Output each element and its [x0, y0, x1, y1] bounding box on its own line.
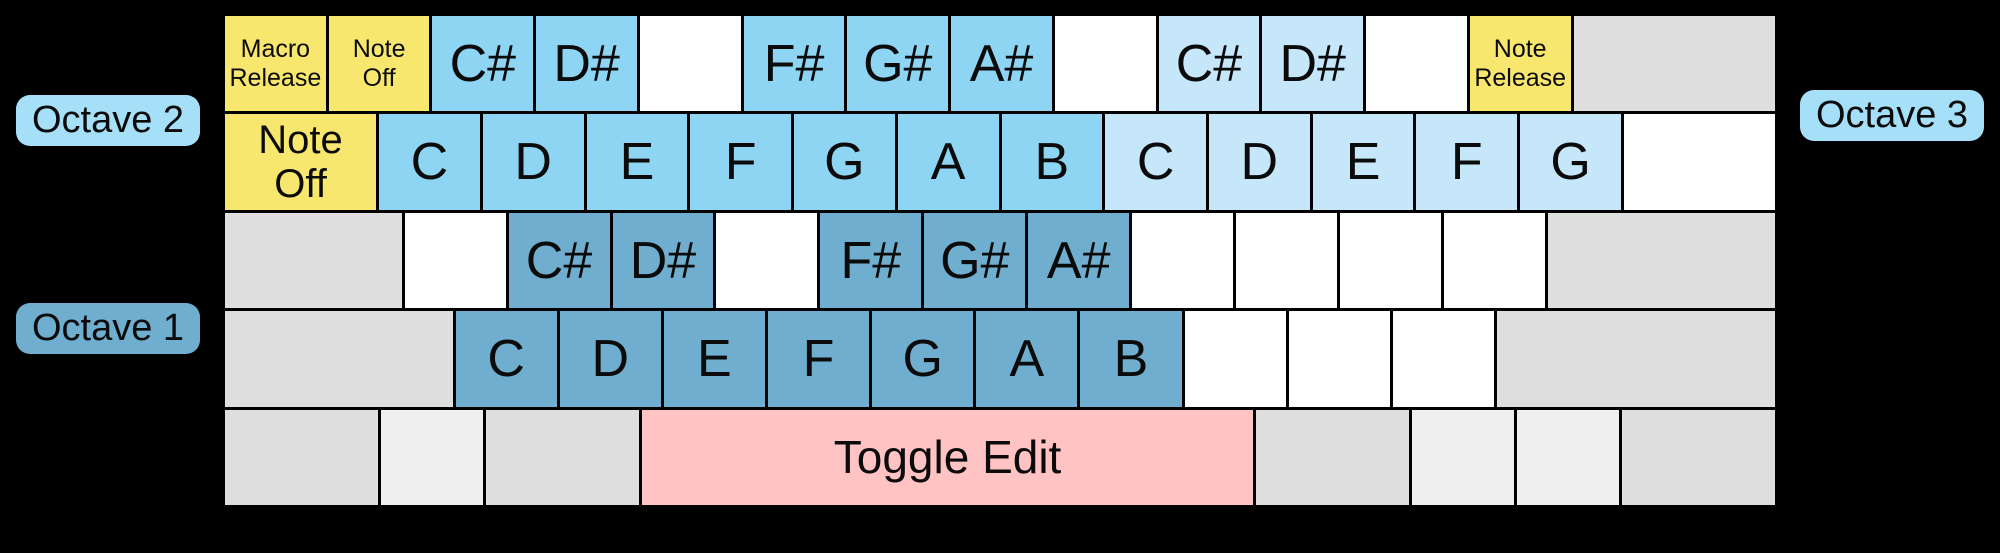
- key-note-e-octave2[interactable]: E: [586, 114, 688, 210]
- key-c-sharp-octave3[interactable]: C#: [1158, 16, 1260, 112]
- key-note-g-octave1[interactable]: G: [872, 311, 974, 407]
- key-blank[interactable]: [1392, 311, 1494, 407]
- key-left-win[interactable]: [380, 409, 483, 506]
- key-blank[interactable]: [1340, 212, 1442, 309]
- key-blank[interactable]: [639, 16, 741, 112]
- key-note-c-octave3[interactable]: C: [1105, 114, 1206, 210]
- key-c-sharp-octave1[interactable]: C#: [508, 212, 610, 309]
- key-note-d-octave1[interactable]: D: [559, 311, 661, 407]
- key-note-c-octave1[interactable]: C: [455, 311, 557, 407]
- key-blank[interactable]: [1132, 212, 1234, 309]
- key-note-b-octave1[interactable]: B: [1080, 311, 1182, 407]
- key-d-sharp-octave2[interactable]: D#: [536, 16, 637, 112]
- key-a-sharp-octave2[interactable]: A#: [951, 16, 1052, 112]
- key-note-a-octave2[interactable]: A: [897, 114, 999, 210]
- key-left-ctrl[interactable]: [225, 409, 378, 506]
- key-right-ctrl[interactable]: [1622, 409, 1776, 506]
- key-d-sharp-octave1[interactable]: D#: [612, 212, 714, 309]
- key-a-sharp-octave1[interactable]: A#: [1028, 212, 1130, 309]
- key-right-shift[interactable]: [1496, 311, 1776, 407]
- keyboard-row: C#D# F#G#A#: [225, 212, 1776, 309]
- key-f-sharp-octave1[interactable]: F#: [820, 212, 922, 309]
- key-backspace[interactable]: [1573, 16, 1776, 112]
- key-caps-lock[interactable]: [225, 212, 402, 309]
- key-right-win[interactable]: [1412, 409, 1515, 506]
- key-enter[interactable]: [1547, 212, 1776, 309]
- key-g-sharp-octave2[interactable]: G#: [847, 16, 949, 112]
- key-space-toggle-edit[interactable]: Toggle Edit: [641, 409, 1254, 506]
- octave-2-badge: Octave 2: [16, 95, 200, 146]
- key-note-d-octave3[interactable]: D: [1208, 114, 1310, 210]
- key-note-f-octave1[interactable]: F: [767, 311, 870, 407]
- key-macro-release[interactable]: Macro Release: [225, 16, 326, 112]
- key-note-g-octave2[interactable]: G: [794, 114, 895, 210]
- key-note-off[interactable]: Note Off: [328, 16, 430, 112]
- key-menu[interactable]: [1517, 409, 1620, 506]
- keyboard-row: Toggle Edit: [225, 409, 1776, 506]
- key-blank[interactable]: [1236, 212, 1338, 309]
- key-blank[interactable]: [716, 212, 818, 309]
- key-tab-note-off[interactable]: Note Off: [225, 114, 377, 210]
- key-note-b-octave2[interactable]: B: [1001, 114, 1103, 210]
- key-note-g-octave3[interactable]: G: [1520, 114, 1621, 210]
- key-note-f-octave3[interactable]: F: [1416, 114, 1518, 210]
- key-c-sharp-octave2[interactable]: C#: [432, 16, 534, 112]
- octave-3-badge: Octave 3: [1800, 90, 1984, 141]
- key-note-d-octave2[interactable]: D: [482, 114, 584, 210]
- key-left-alt[interactable]: [485, 409, 639, 506]
- key-blank[interactable]: [404, 212, 506, 309]
- key-right-alt[interactable]: [1256, 409, 1410, 506]
- key-d-sharp-octave3[interactable]: D#: [1262, 16, 1364, 112]
- octave-1-badge: Octave 1: [16, 303, 200, 354]
- key-note-release[interactable]: Note Release: [1469, 16, 1571, 112]
- key-blank[interactable]: [1054, 16, 1156, 112]
- key-blank[interactable]: [1444, 212, 1545, 309]
- key-note-e-octave1[interactable]: E: [663, 311, 765, 407]
- key-blank[interactable]: [1366, 16, 1467, 112]
- key-note-a-octave1[interactable]: A: [976, 311, 1078, 407]
- key-g-sharp-octave1[interactable]: G#: [924, 212, 1026, 309]
- key-blank[interactable]: [1288, 311, 1390, 407]
- key-f-sharp-octave2[interactable]: F#: [743, 16, 845, 112]
- key-blank[interactable]: [1623, 114, 1775, 210]
- key-note-e-octave3[interactable]: E: [1312, 114, 1414, 210]
- key-blank[interactable]: [1184, 311, 1286, 407]
- key-left-shift[interactable]: [225, 311, 453, 407]
- key-note-c-octave2[interactable]: C: [379, 114, 480, 210]
- key-note-f-octave2[interactable]: F: [690, 114, 792, 210]
